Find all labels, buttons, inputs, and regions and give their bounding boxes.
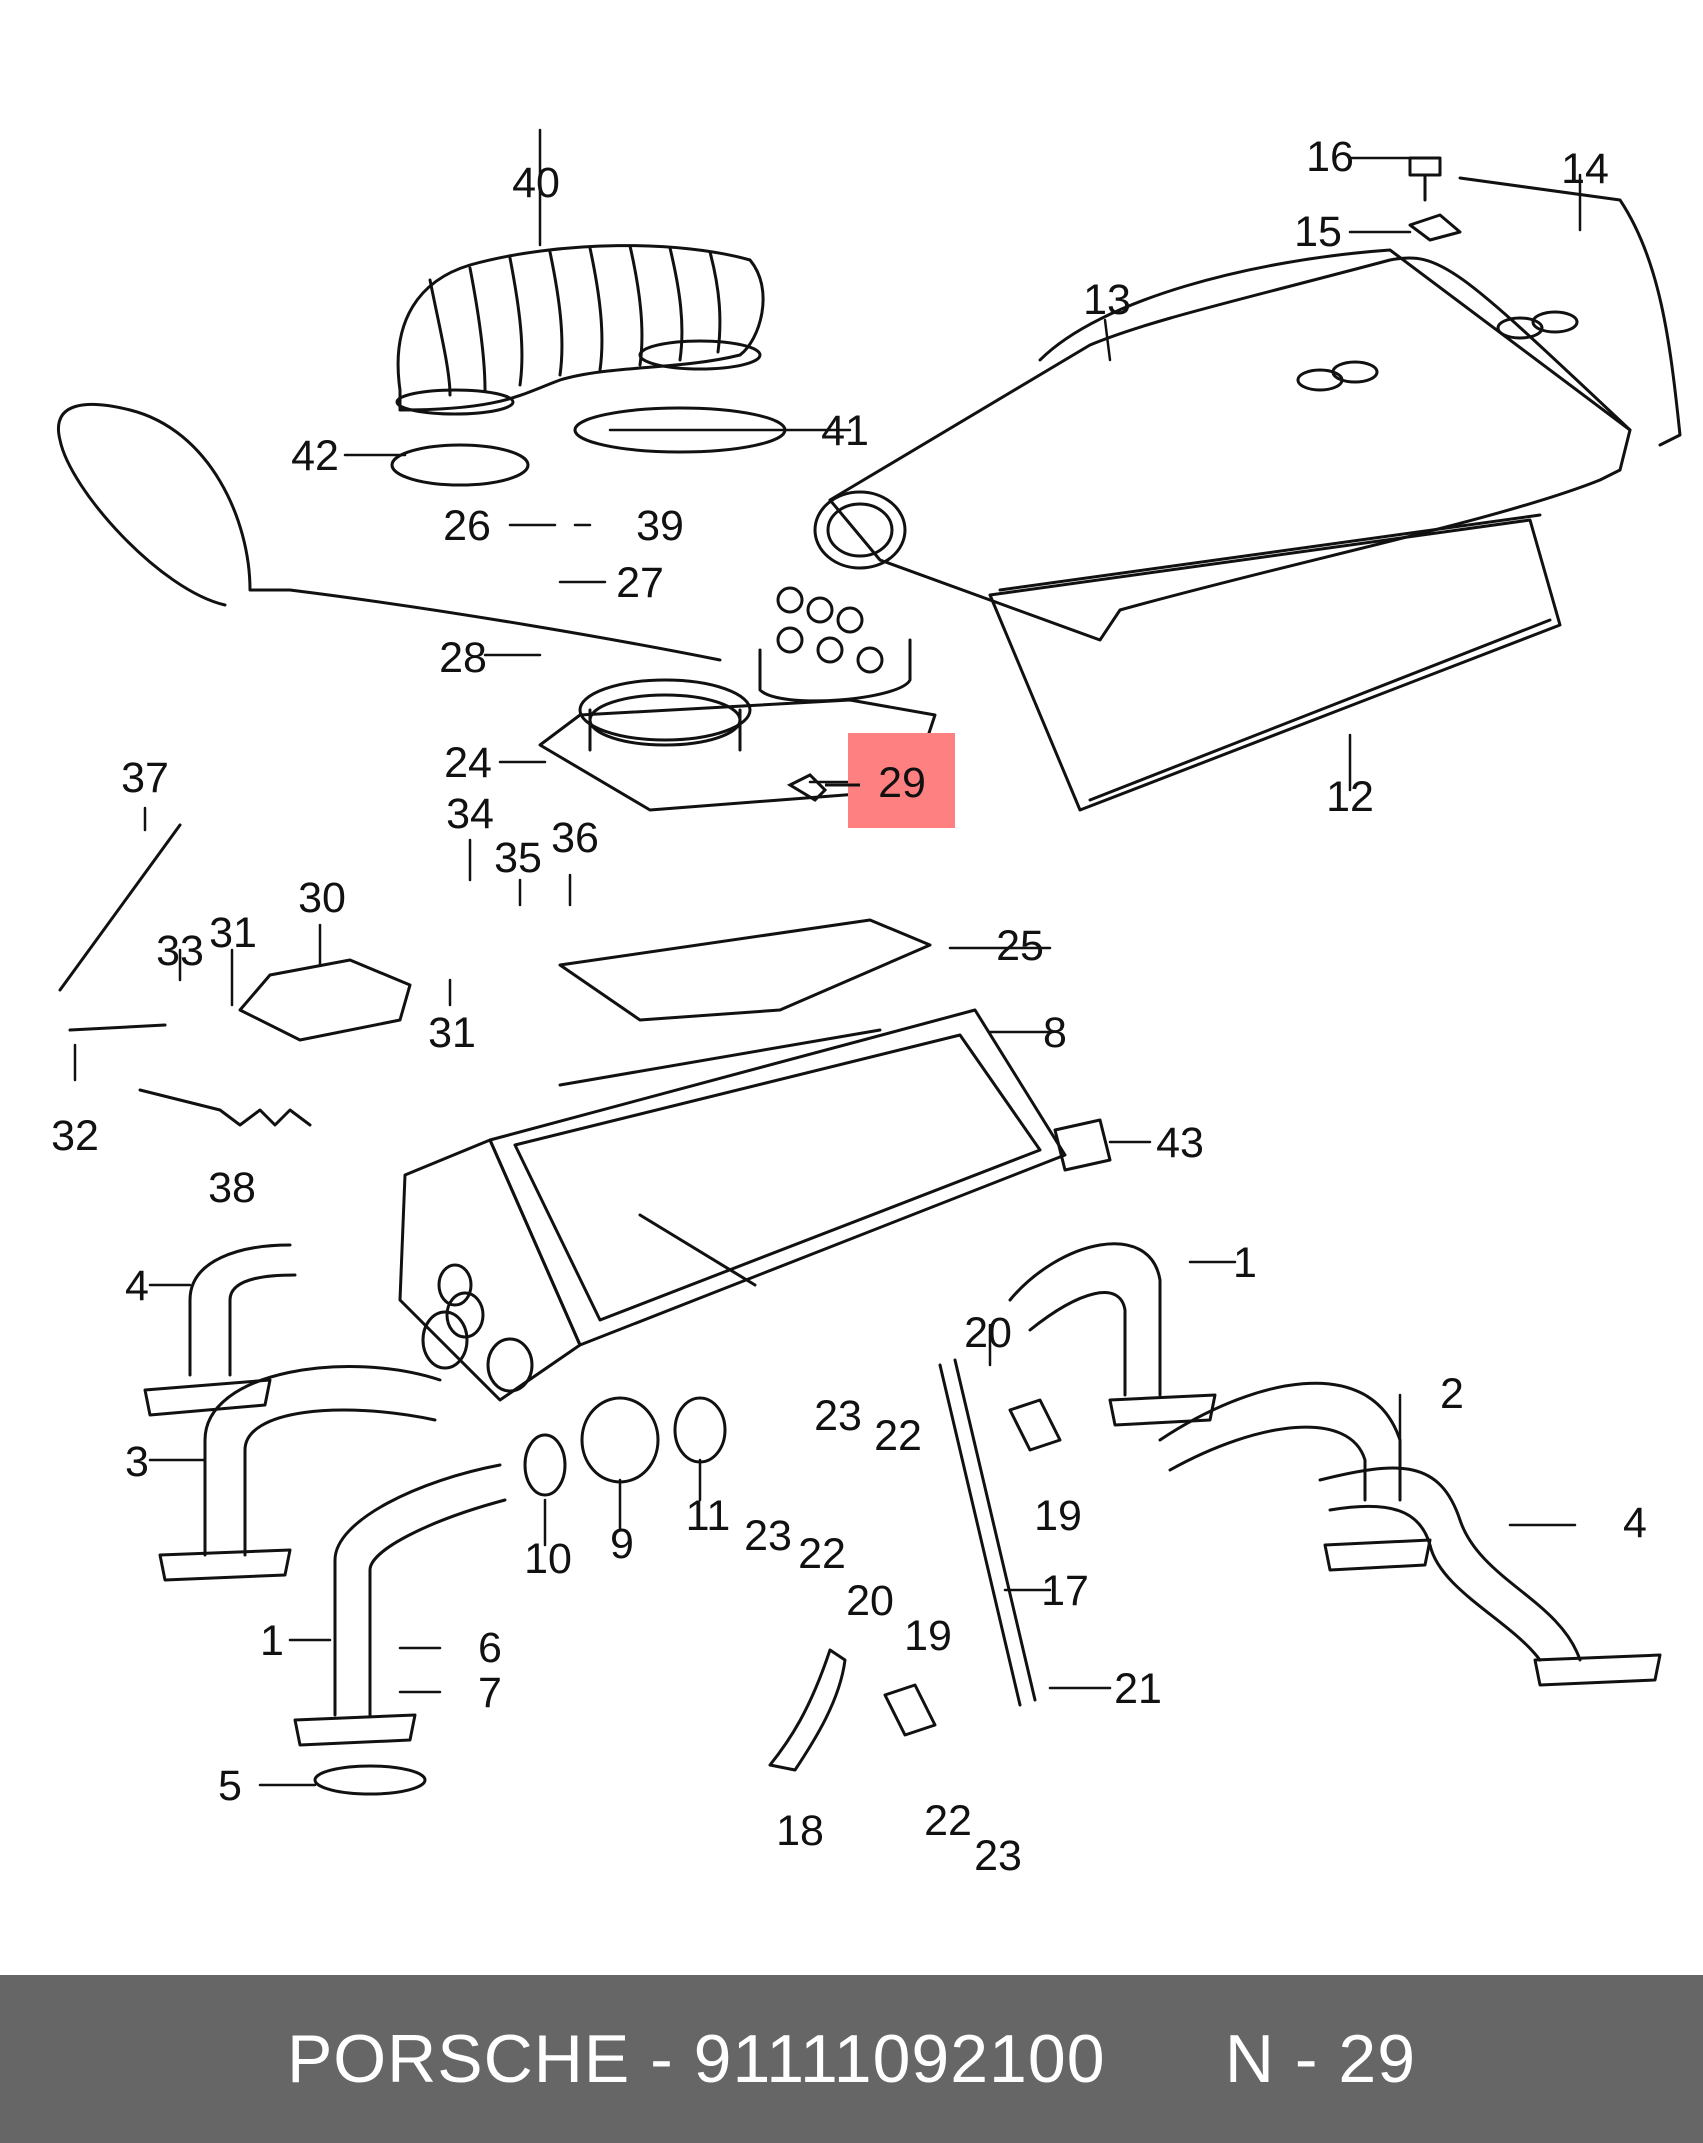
- bracket-30-drawing: [238, 958, 412, 1042]
- callout-41: 41: [821, 407, 869, 455]
- callout-9: 9: [610, 1520, 634, 1568]
- callout-19: 19: [904, 1612, 952, 1660]
- callout-22: 22: [924, 1797, 972, 1845]
- callout-19: 19: [1034, 1492, 1082, 1540]
- callout-29: 29: [878, 759, 926, 807]
- callout-31: 31: [209, 909, 257, 957]
- strap-drawing: [1458, 176, 1682, 447]
- callout-5: 5: [218, 1762, 242, 1810]
- strut-17-drawing: [938, 1358, 1037, 1707]
- callout-22: 22: [798, 1530, 846, 1578]
- callout-labels: 1 1 2 3 4 4 5 6 7 8 9 10 11 12 13 14 15 …: [51, 133, 1647, 1880]
- parts-diagram: 1 1 2 3 4 4 5 6 7 8 9 10 11 12 13 14 15 …: [51, 128, 1682, 1880]
- callout-18: 18: [776, 1807, 824, 1855]
- clip-15-drawing: [1408, 213, 1462, 242]
- callout-8: 8: [1043, 1009, 1067, 1057]
- callout-28: 28: [439, 634, 487, 682]
- callout-20: 20: [846, 1577, 894, 1625]
- injector-head-drawing: [758, 586, 912, 703]
- callout-10: 10: [524, 1535, 572, 1583]
- callout-27: 27: [616, 559, 664, 607]
- clamp-10-drawing: [523, 1433, 567, 1497]
- footer-text: PORSCHE - 91111092100 N - 29: [286, 2021, 1417, 2097]
- callout-1: 1: [260, 1617, 284, 1665]
- highlight-box: [848, 733, 955, 828]
- callout-4: 4: [125, 1262, 149, 1310]
- callout-17: 17: [1041, 1567, 1089, 1615]
- callout-16: 16: [1306, 133, 1354, 181]
- callout-25: 25: [996, 922, 1044, 970]
- filter-box-drawing: [988, 513, 1562, 812]
- callout-15: 15: [1294, 208, 1342, 256]
- callout-3: 3: [125, 1438, 149, 1486]
- pipe-3-drawing: [203, 1365, 442, 1557]
- callout-42: 42: [291, 432, 339, 480]
- callout-2: 2: [1440, 1370, 1464, 1418]
- callout-43: 43: [1156, 1119, 1204, 1167]
- clamp-42: [390, 443, 530, 487]
- callout-38: 38: [208, 1164, 256, 1212]
- callout-39: 39: [636, 502, 684, 550]
- footer-bar: PORSCHE - 91111092100 N - 29: [0, 1975, 1703, 2143]
- mount-19-lower-drawing: [883, 1683, 937, 1737]
- callout-12: 12: [1326, 773, 1374, 821]
- callout-23: 23: [974, 1832, 1022, 1880]
- callout-7: 7: [478, 1669, 502, 1717]
- pipe-4-right-drawing: [1318, 1466, 1582, 1662]
- callout-36: 36: [551, 814, 599, 862]
- callout-40: 40: [512, 159, 560, 207]
- fuel-line-drawing: [57, 402, 722, 662]
- flange-drawing: [143, 1378, 1662, 1747]
- callout-6: 6: [478, 1624, 502, 1672]
- air-housing-upper-drawing: [813, 248, 1632, 642]
- callout-35: 35: [494, 834, 542, 882]
- grommet-43-drawing: [1053, 1118, 1112, 1172]
- pipe-1-right-drawing: [1008, 1242, 1162, 1397]
- pipe-2-drawing: [1158, 1381, 1402, 1502]
- callout-20: 20: [964, 1309, 1012, 1357]
- callout-30: 30: [298, 874, 346, 922]
- callout-22: 22: [874, 1412, 922, 1460]
- callout-23: 23: [744, 1512, 792, 1560]
- callout-32: 32: [51, 1112, 99, 1160]
- mount-19-upper-drawing: [1008, 1398, 1062, 1452]
- plenum-drawing: [398, 1008, 1067, 1402]
- screw-16-drawing: [1408, 156, 1442, 202]
- part-29-drawing: [786, 773, 860, 802]
- callout-34: 34: [446, 790, 494, 838]
- callout-1: 1: [1233, 1239, 1257, 1287]
- callout-24: 24: [444, 739, 492, 787]
- callout-13: 13: [1083, 276, 1131, 324]
- callout-33: 33: [156, 927, 204, 975]
- pipe-4-left-drawing: [188, 1243, 297, 1377]
- bracket-18-drawing: [768, 1648, 847, 1772]
- leader-lines: [73, 128, 1582, 1787]
- gasket-25-drawing: [558, 918, 932, 1022]
- pipe-1-lower-drawing: [333, 1463, 507, 1717]
- callout-31: 31: [428, 1009, 476, 1057]
- callout-11: 11: [686, 1492, 731, 1540]
- callout-26: 26: [443, 502, 491, 550]
- callout-21: 21: [1114, 1665, 1162, 1713]
- callout-23: 23: [814, 1392, 862, 1440]
- spring-38-drawing: [138, 1088, 312, 1127]
- gasket-5-drawing: [313, 1764, 427, 1796]
- callout-14: 14: [1561, 145, 1609, 193]
- callout-37: 37: [121, 754, 169, 802]
- hose-9-drawing: [580, 1396, 660, 1484]
- clamp-11-drawing: [673, 1396, 727, 1464]
- linkage-37-drawing: [58, 823, 182, 1032]
- intake-bellows-drawing: [395, 244, 765, 416]
- callout-4: 4: [1623, 1499, 1647, 1547]
